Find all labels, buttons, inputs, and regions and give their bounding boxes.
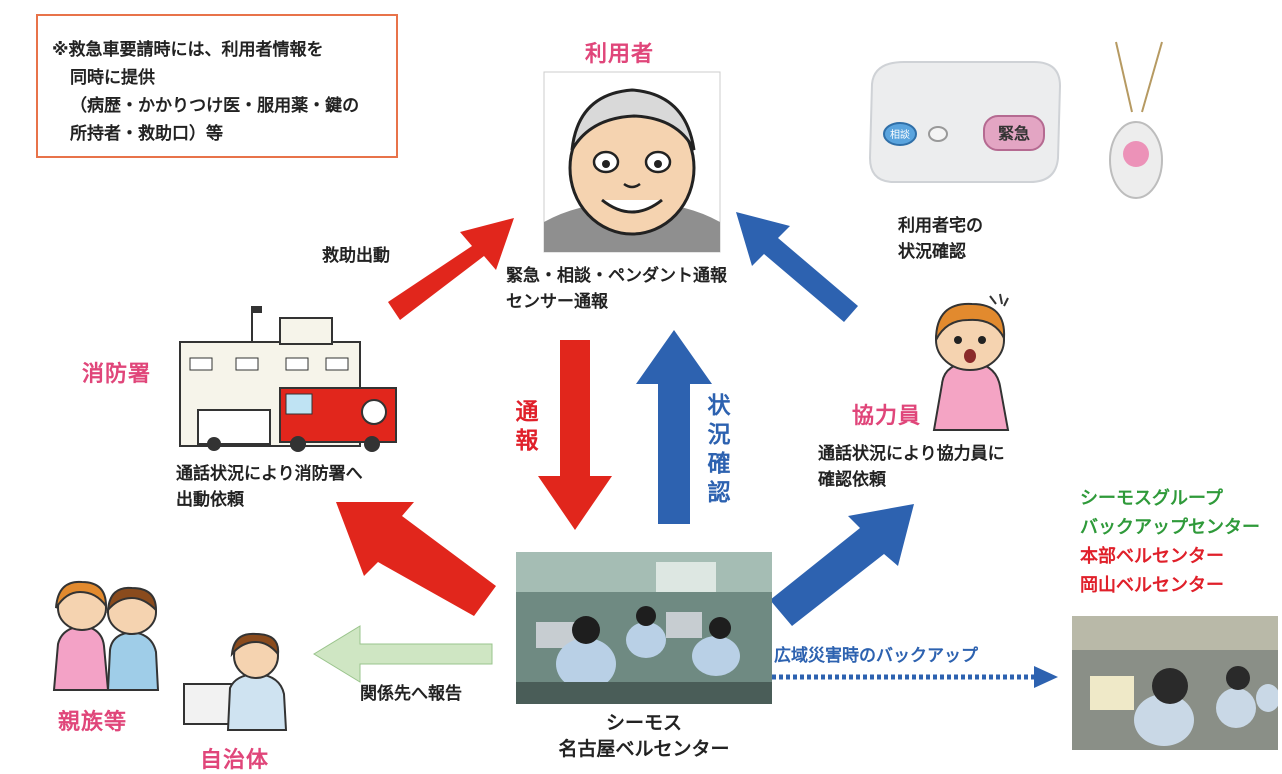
center-caption-1: シーモス	[605, 712, 682, 734]
note-line-2: 同時に提供	[70, 68, 155, 88]
cooperator-caption-1: 通話状況により協力員に	[818, 444, 1005, 464]
municipality-illustration	[180, 628, 294, 732]
rescue-label: 救助出動	[322, 246, 390, 266]
user-illustration	[543, 71, 721, 253]
fire-station-illustration	[176, 302, 408, 452]
backup-line-1: シーモスグループ	[1080, 488, 1223, 509]
notify-label: 関係先へ報告	[360, 684, 462, 704]
cooperator-caption-2: 確認依頼	[818, 470, 886, 490]
emergency-button-label: 緊急	[998, 124, 1030, 143]
fire-caption-1: 通話状況により消防署へ	[176, 464, 363, 484]
report-vertical-label: 通報	[515, 399, 539, 454]
device-caption-1: 利用者宅の	[898, 216, 983, 236]
pendant-image	[1096, 41, 1176, 202]
user-caption-1: 緊急・相談・ペンダント通報	[506, 266, 727, 286]
rescue-arrow	[388, 218, 514, 320]
check-request-arrow	[770, 504, 914, 626]
note-line-1: ※救急車要請時には、利用者情報を	[52, 40, 324, 60]
backup-line-2: バックアップセンター	[1080, 517, 1260, 538]
notify-arrow	[313, 625, 493, 683]
cooperator-title: 協力員	[852, 404, 922, 429]
backup-line-3: 本部ベルセンター	[1080, 546, 1224, 567]
backup-centers-list: シーモスグループ バックアップセンター 本部ベルセンター 岡山ベルセンター	[1080, 484, 1260, 600]
center-caption-2: 名古屋ベルセンター	[558, 738, 730, 760]
call-center-photo	[516, 552, 772, 704]
status-vertical-label: 状況確認	[707, 393, 731, 506]
emergency-device-image: 相談 緊急	[864, 54, 1064, 188]
user-title: 利用者	[585, 42, 655, 67]
info-note-box: ※救急車要請時には、利用者情報を 同時に提供 （病歴・かかりつけ医・服用薬・鍵の…	[36, 14, 398, 158]
cooperator-illustration	[924, 293, 1018, 434]
backup-line-4: 岡山ベルセンター	[1080, 575, 1224, 596]
status-up-arrow	[636, 330, 712, 524]
backup-label: 広域災害時のバックアップ	[774, 646, 978, 666]
user-caption-2: センサー通報	[506, 292, 608, 312]
device-caption-2: 状況確認	[898, 242, 966, 262]
consult-button-label: 相談	[890, 128, 910, 141]
dispatch-request-arrow	[336, 502, 496, 616]
backup-center-photo	[1072, 616, 1278, 750]
relatives-title: 親族等	[58, 710, 128, 735]
backup-dotted-arrow	[772, 666, 1058, 688]
relatives-illustration	[48, 574, 166, 694]
note-line-3: （病歴・かかりつけ医・服用薬・鍵の	[70, 96, 360, 116]
cooperator-to-user-arrow	[736, 212, 858, 322]
municipality-title: 自治体	[200, 748, 270, 773]
note-line-4: 所持者・救助口）等	[70, 124, 223, 144]
report-down-arrow	[538, 340, 612, 530]
fire-station-title: 消防署	[82, 362, 152, 387]
fire-caption-2: 出動依頼	[176, 490, 244, 510]
